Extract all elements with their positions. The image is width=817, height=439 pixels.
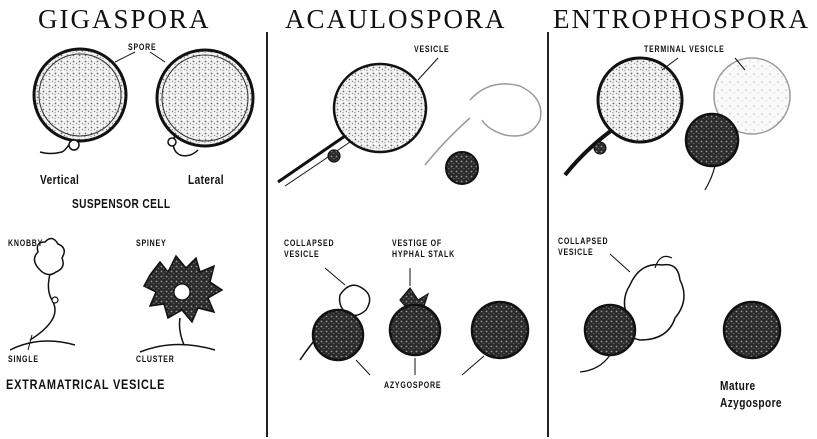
acaulospora-vestige-spore bbox=[390, 268, 440, 355]
entrophospora-terminal-vesicle bbox=[565, 58, 682, 175]
spiney-cluster-vesicle bbox=[140, 256, 222, 352]
label-mature: Mature bbox=[720, 378, 756, 393]
label-azygospore: AZYGOSPORE bbox=[384, 380, 441, 390]
label-terminal-vesicle: TERMINAL VESICLE bbox=[644, 44, 725, 54]
acaulospora-azygospore bbox=[472, 302, 528, 358]
label-spiney: SPINEY bbox=[136, 238, 166, 248]
label-vestige-2: HYPHAL STALK bbox=[392, 249, 455, 259]
label-collapsed-2: VESICLE bbox=[284, 249, 320, 259]
label-ent-collapsed-1: COLLAPSED bbox=[558, 236, 608, 246]
gigaspora-lateral-spore bbox=[157, 50, 253, 156]
label-collapsed-1: COLLAPSED bbox=[284, 238, 334, 248]
label-suspensor-cell: SUSPENSOR CELL bbox=[72, 196, 170, 211]
label-extramatrical-vesicle: EXTRAMATRICAL VESICLE bbox=[6, 376, 165, 392]
label-ent-collapsed-2: VESICLE bbox=[558, 247, 594, 257]
acaulospora-vesicle-stalk bbox=[278, 58, 438, 186]
label-single: SINGLE bbox=[8, 354, 39, 364]
acaulospora-collapsed-vesicle bbox=[300, 268, 370, 360]
azygospore-leader-lines bbox=[356, 356, 484, 375]
label-cluster: CLUSTER bbox=[136, 354, 175, 364]
label-spore: SPORE bbox=[128, 42, 156, 52]
label-vertical: Vertical bbox=[40, 172, 79, 187]
label-lateral: Lateral bbox=[188, 172, 224, 187]
label-knobby: KNOBBY bbox=[8, 238, 43, 248]
spore-leader-lines bbox=[115, 52, 165, 62]
entrophospora-vesicle-with-spore bbox=[686, 58, 790, 190]
label-vesicle: VESICLE bbox=[414, 44, 450, 54]
label-vestige-1: VESTIGE OF bbox=[392, 238, 442, 248]
gigaspora-vertical-spore bbox=[34, 49, 126, 154]
entrophospora-mature-azygospore bbox=[724, 302, 780, 358]
entrophospora-collapsed-vesicle bbox=[580, 254, 684, 372]
label-azygospore-mature: Azygospore bbox=[720, 395, 782, 410]
knobby-single-vesicle bbox=[10, 238, 75, 350]
acaulospora-collapsed-with-spore bbox=[425, 84, 541, 184]
